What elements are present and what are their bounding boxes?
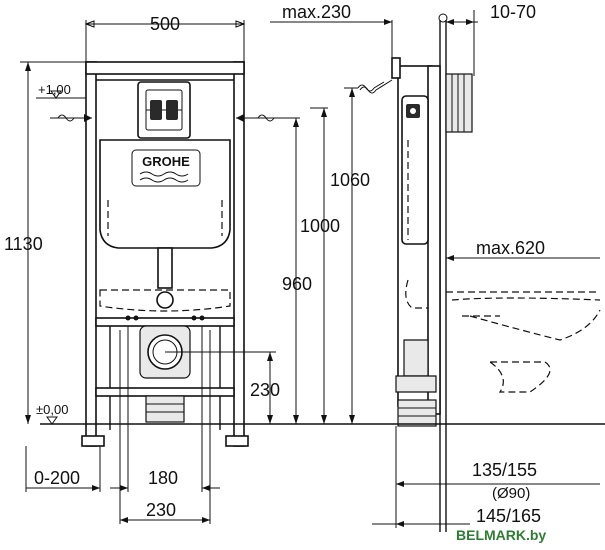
right-foot: [225, 435, 249, 447]
height-1060-label: 1060: [330, 170, 370, 190]
front-view: 500 GROHE: [4, 14, 395, 524]
pipe-diameter-label: (Ø90): [492, 485, 530, 502]
max-620-label: max.620: [476, 238, 545, 258]
flush-button-right: [166, 100, 178, 120]
water-inlet-left: [50, 114, 92, 122]
height-960-label: 960: [282, 274, 312, 294]
offset-label: 0-200: [34, 468, 80, 488]
side-view: max.230 10-70: [270, 2, 605, 532]
drain-pipe: [145, 395, 185, 423]
spacing-180-label: 180: [148, 468, 178, 488]
max-230-label: max.230: [282, 2, 351, 22]
bowl-outline-side-inner: [405, 279, 428, 309]
flush-button-left: [150, 100, 162, 120]
drain-height-label: 230: [250, 380, 280, 400]
drain-offset-2-label: 145/165: [476, 506, 541, 526]
level-floor-label: ±0,00: [36, 402, 68, 417]
level-top-label: +1,00: [38, 82, 71, 97]
spacing-230-label: 230: [146, 500, 176, 520]
water-inlet-right: [236, 114, 282, 122]
drain-elbow: [403, 339, 429, 377]
left-foot: [81, 435, 105, 447]
watermark-text: BELMARK.by: [456, 527, 546, 543]
frame-lower-bar: [95, 387, 235, 397]
brand-logo-text: GROHE: [142, 154, 190, 169]
flush-pipe: [157, 247, 173, 289]
width-dimension-label: 500: [150, 14, 180, 34]
depth-10-70-label: 10-70: [490, 2, 536, 22]
frame-cross-bar: [95, 317, 235, 327]
height-total-label: 1130: [4, 234, 43, 254]
drain-offset-1-label: 135/155: [472, 460, 537, 480]
frame-top-bar: [85, 61, 245, 75]
rear-duct: [445, 73, 473, 133]
bowl-outline-front: [99, 289, 231, 312]
height-1000-label: 1000: [300, 216, 340, 236]
